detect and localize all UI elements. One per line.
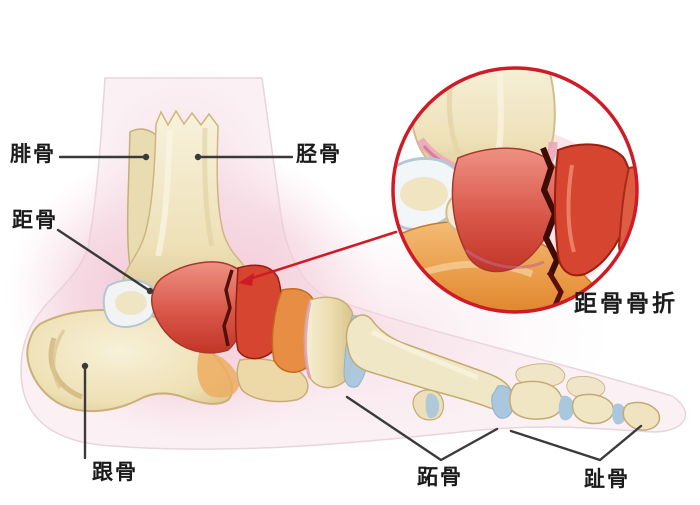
inset-artwork — [393, 68, 637, 312]
cuneiform-bone — [303, 296, 356, 389]
label-talus: 距骨 — [12, 208, 58, 232]
metatarsal-bones — [345, 314, 513, 421]
label-tibia: 胫骨 — [296, 142, 342, 166]
inset-caption: 距骨骨折 — [574, 291, 678, 317]
leader-line-talus — [56, 228, 152, 293]
inset-pointer — [238, 230, 398, 286]
label-calcaneus: 跟骨 — [92, 460, 138, 484]
cartilage-joint-mtp — [491, 385, 515, 419]
leader-lines — [56, 153, 643, 462]
leader-line-phalanges — [509, 424, 643, 462]
pointer-arrowhead-icon — [238, 273, 254, 286]
cartilage-joint-small — [425, 393, 440, 419]
inset-circle-ring — [391, 66, 639, 314]
leader-line-metatarsals — [345, 395, 499, 462]
fracture-crack — [222, 269, 234, 347]
middle-phalanx — [571, 393, 615, 425]
talus-head — [102, 279, 157, 328]
proximal-phalanx — [509, 380, 564, 420]
label-fibula: 腓骨 — [10, 142, 56, 166]
talus-bone — [151, 261, 283, 360]
cartilage-joint-pip — [558, 395, 574, 421]
label-phalanges: 趾骨 — [584, 467, 630, 491]
pointer-line — [244, 230, 398, 282]
phalanx-bones — [509, 363, 661, 431]
label-metatarsals: 跖骨 — [417, 465, 463, 489]
distal-phalanx — [622, 401, 661, 431]
inset-zoom — [391, 66, 639, 314]
inset-talus — [451, 143, 637, 312]
cartilage-joint-dip — [612, 403, 626, 425]
inset-bone-fragment — [554, 143, 632, 277]
